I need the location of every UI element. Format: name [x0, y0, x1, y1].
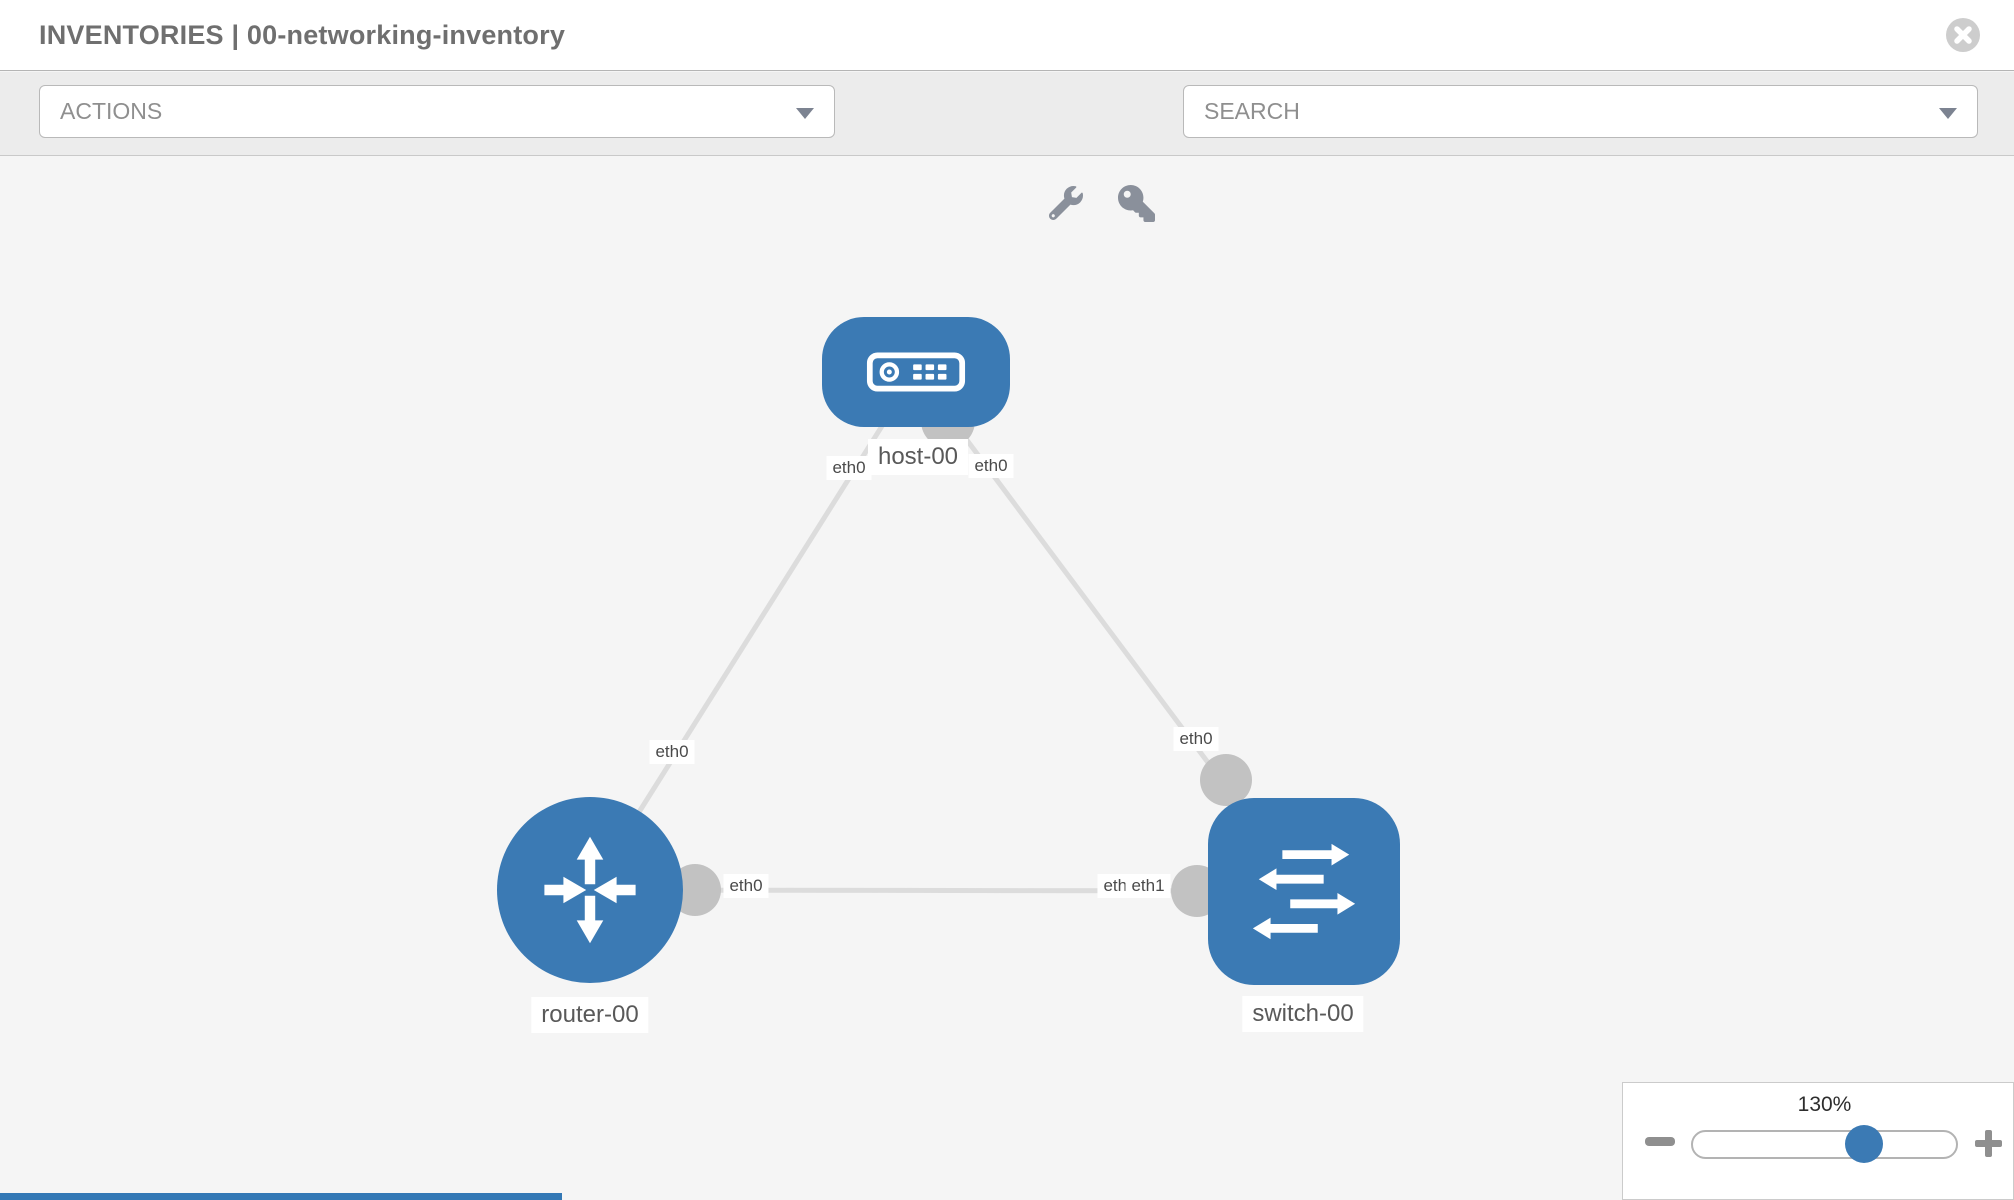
toolbar: ACTIONS SEARCH [0, 72, 2014, 222]
node-switch[interactable] [1208, 798, 1400, 985]
search-dropdown[interactable]: SEARCH [1183, 85, 1978, 138]
port-label-router-eth0-top: eth0 [649, 740, 695, 764]
node-label-router: router-00 [531, 997, 649, 1033]
node-host[interactable] [822, 317, 1010, 427]
wrench-icon [1049, 186, 1083, 220]
minus-icon [1645, 1137, 1675, 1146]
switch-icon [1252, 843, 1356, 939]
node-router[interactable] [497, 797, 683, 983]
search-dropdown-label: SEARCH [1204, 98, 1300, 124]
page-title: INVENTORIES | 00-networking-inventory [39, 20, 566, 50]
router-icon [544, 836, 636, 944]
bottom-accent-bar [0, 1193, 562, 1200]
connector-dot-switch-top [1200, 754, 1252, 806]
key-button[interactable] [1118, 185, 1155, 222]
node-label-switch: switch-00 [1242, 996, 1364, 1032]
actions-dropdown[interactable]: ACTIONS [39, 85, 835, 138]
node-label-host: host-00 [867, 439, 969, 475]
zoom-in-button[interactable] [1973, 1128, 2003, 1158]
plus-icon [1975, 1130, 2002, 1157]
zoom-slider-track[interactable] [1691, 1130, 1958, 1159]
close-button[interactable] [1946, 18, 1980, 52]
close-icon [1946, 18, 1980, 52]
port-label-host-eth0-left: eth0 [826, 456, 872, 480]
header: INVENTORIES | 00-networking-inventory [0, 0, 2014, 71]
port-label-switch-eth0-top: eth0 [1173, 727, 1219, 751]
zoom-panel: 130% [1622, 1082, 2014, 1200]
zoom-out-button[interactable] [1641, 1125, 1679, 1155]
port-label-router-eth0-mid: eth0 [723, 874, 769, 898]
zoom-slider-thumb[interactable] [1845, 1125, 1883, 1163]
port-label-switch-eth1-front: eth1 [1125, 874, 1171, 898]
host-icon [866, 352, 966, 392]
caret-down-icon [796, 108, 814, 119]
port-label-host-eth0-right: eth0 [968, 454, 1014, 478]
caret-down-icon [1939, 108, 1957, 119]
wrench-button[interactable] [1049, 186, 1083, 220]
zoom-value: 130% [1797, 1093, 1852, 1116]
actions-dropdown-label: ACTIONS [60, 98, 163, 124]
key-icon [1118, 185, 1155, 222]
